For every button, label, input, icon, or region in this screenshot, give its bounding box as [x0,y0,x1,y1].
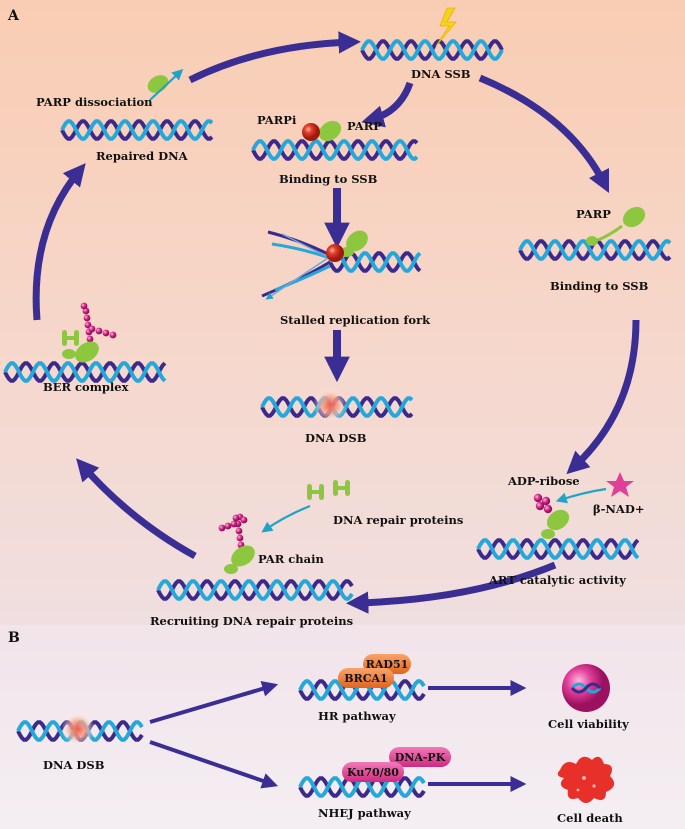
parp-art-icon [541,509,570,539]
panel-b-dsb-glow-icon [61,712,95,746]
label-beta-nad: β-NAD+ [593,502,644,516]
repair-proteins-icon [261,480,350,533]
panel-b-labels: DNA DSB HR pathway Cell viability NHEJ p… [43,709,629,825]
label-binding-ssb-left: Binding to SSB [279,172,378,186]
label-parpi: PARPi [257,113,297,127]
ber-complex-icon [62,330,99,363]
label-adp-ribose: ADP-ribose [507,474,580,488]
stalled-fork-complex-icon [261,230,368,300]
parp-dissociating-icon [147,68,184,101]
label-dna-repair-proteins: DNA repair proteins [333,513,463,527]
parp-binding-icon [586,206,646,246]
parp-with-inhibitor-icon [302,120,342,142]
label-ber-complex: BER complex [43,380,129,394]
label-binding-ssb-right: Binding to SSB [550,279,649,293]
cell-death-icon [557,756,615,803]
label-parp-left: PARP [347,119,382,133]
label-dna-ssb: DNA SSB [411,67,471,81]
par-bead [240,516,248,524]
label-b-dna-dsb: DNA DSB [43,758,105,772]
arrow-recruiting-to-ber [76,458,197,560]
helix-repaired-dna [60,119,214,141]
arrow-dsb-to-nhej [149,740,279,789]
label-dna-dsb: DNA DSB [305,431,367,445]
par-bead [109,331,117,339]
label-par-chain: PAR chain [258,552,324,566]
par-bead [236,534,244,542]
helix-recruiting [156,579,354,601]
beta-nad-star-icon [555,472,634,504]
dsb-glow-icon [313,388,347,422]
arrow-repaired-to-ssb [188,31,361,84]
label-hr-pathway: HR pathway [318,709,396,723]
par-chain-icon [218,513,248,549]
lightning-icon [435,7,457,47]
par-bead [102,329,110,337]
cell-viability-icon [562,664,610,712]
arrow-ber-to-repaired [32,163,86,321]
par-bead [218,524,226,532]
par-bead [88,325,96,333]
par-bead [95,327,103,335]
label-parp-dissociation: PARP dissociation [36,95,153,109]
helix-dna-ssb [360,39,504,61]
par-bead [235,527,243,535]
par-bead [80,302,88,310]
panel-b-label: B [8,630,20,646]
label-stalled-fork: Stalled replication fork [280,313,431,327]
helix-binding-left [251,139,419,161]
ku-pill: Ku70/80 [342,762,404,782]
label-cell-death: Cell death [557,811,623,825]
par-bead [83,314,91,322]
panel-a-label: A [7,8,20,24]
label-recruiting: Recruiting DNA repair proteins [150,614,353,628]
helix-ber [3,361,167,383]
dna-pk-pill: DNA-PK [389,747,451,767]
brca1-pill: BRCA1 [338,668,394,688]
label-nhej-pathway: NHEJ pathway [318,806,411,820]
helix-stalled-fork [328,251,422,273]
label-parp-right: PARP [576,207,611,221]
par-bead [230,520,238,528]
par-bead [86,335,94,343]
adp-ribose-cluster-icon [533,493,553,514]
arrow-right-binding-to-art [566,319,640,475]
arrow-dsb-to-hr [149,681,279,724]
cycle-arrows [32,31,640,614]
ku-label: Ku70/80 [347,766,399,779]
label-repaired-dna: Repaired DNA [96,149,189,163]
panel-a-labels: DNA SSB PARPi PARP Binding to SSB Stalle… [36,67,649,628]
ber-par-chain-icon [80,302,117,343]
dna-pk-label: DNA-PK [395,751,446,764]
par-bead [224,522,232,530]
brca1-label: BRCA1 [344,672,387,685]
rad51-label: RAD51 [366,658,409,671]
label-cell-viability: Cell viability [548,717,629,731]
par-bead [232,514,240,522]
arrow-ssb-to-left-binding [361,81,414,128]
parp-recruit-icon [224,545,255,574]
helix-art [476,538,640,560]
arrow-ssb-to-right-binding [478,74,610,194]
panel-a-background [0,0,685,625]
arrow-art-to-recruiting [346,561,557,614]
label-art-activity: ART catalytic activity [488,573,626,587]
